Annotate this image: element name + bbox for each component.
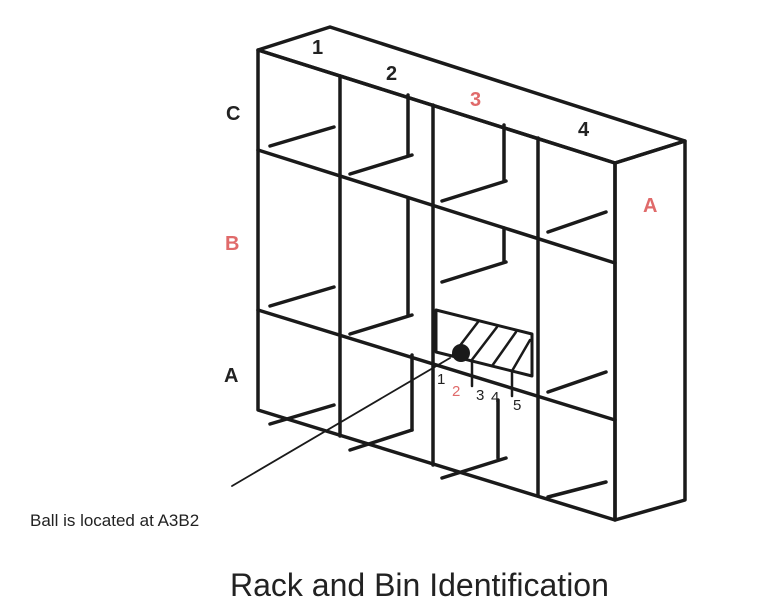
side-label-a: A [643, 195, 657, 217]
bin-tray [434, 308, 534, 378]
diagram-title: Rack and Bin Identification [230, 567, 609, 603]
interior-edge [440, 260, 508, 284]
interior-edge [268, 125, 336, 148]
interior-edge [440, 456, 508, 480]
column-label-4: 4 [578, 119, 590, 141]
row-label-c: C [226, 103, 240, 125]
shelf-edge [256, 148, 617, 265]
interior-edge [348, 153, 414, 176]
column-label-1: 1 [312, 37, 323, 59]
ball-location-caption: Ball is located at A3B2 [30, 511, 199, 530]
column-label-2: 2 [386, 63, 397, 85]
interior-edge [348, 313, 414, 336]
bin-label-5: 5 [513, 397, 521, 414]
interior-edge [546, 480, 608, 499]
bin-label-2: 2 [452, 383, 460, 400]
bin-label-3: 3 [476, 387, 484, 404]
interior-edge [546, 210, 608, 234]
bin-divider [469, 325, 499, 363]
column-label-3: 3 [470, 89, 481, 111]
row-label-a: A [224, 365, 238, 387]
interior-edge [440, 179, 508, 203]
interior-edge [268, 403, 336, 426]
pointer-line [231, 357, 451, 487]
rack-front-frame [256, 48, 617, 522]
ball-icon [452, 344, 470, 362]
bin-label-1: 1 [437, 371, 445, 388]
bin-divider [510, 338, 532, 373]
interior-edge [268, 285, 336, 308]
row-label-b: B [225, 233, 239, 255]
interior-edge [348, 428, 414, 452]
bin-divider [490, 330, 518, 368]
bin-label-4: 4 [491, 389, 499, 406]
rack-side-face [613, 139, 687, 522]
interior-edge [546, 370, 608, 394]
